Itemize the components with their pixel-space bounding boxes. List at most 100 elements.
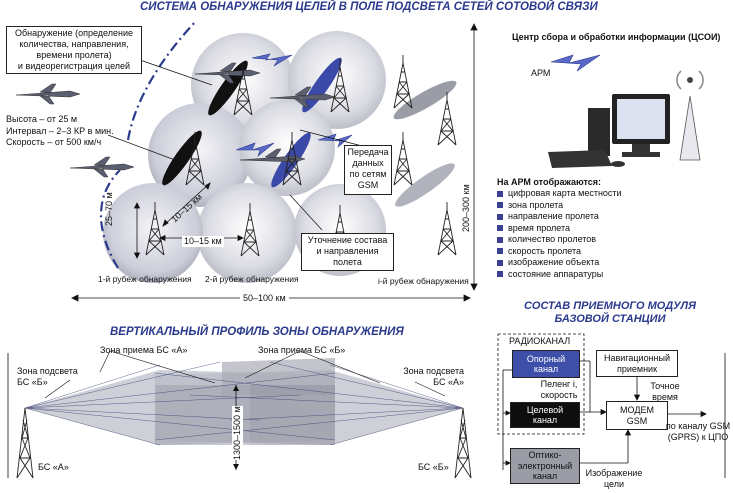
line-i-label: i-й рубеж обнаружения (378, 276, 469, 286)
depth-dimension: 200–300 км (461, 184, 472, 232)
list-item: зона пролета (497, 200, 622, 212)
block-line: приемник (616, 363, 658, 374)
list-item-label: скорость пролета (508, 245, 582, 256)
zone-a-label: Зона приема БС «А» (100, 345, 188, 355)
target-channel-block: Целевой канал (510, 402, 580, 428)
illum-a-label: Зона подсвета БС «А» (398, 366, 464, 388)
horizontal-distance: 10–15 км (182, 236, 224, 247)
detection-line: Обнаружение (определение (14, 28, 134, 38)
list-item: количество пролетов (497, 234, 622, 246)
list-item-label: время пролета (508, 222, 571, 233)
block-line: канал (532, 471, 558, 482)
bullet-icon (497, 248, 503, 255)
module-title: СОСТАВ ПРИЕМНОГО МОДУЛЯ БАЗОВОЙ СТАНЦИИ (520, 300, 700, 326)
illum-b-label: Зона подсвета БС «Б» (17, 366, 78, 388)
profile-graphics (7, 350, 726, 479)
block-line: канал (532, 415, 558, 425)
nav-receiver-block: Навигационный приемник (596, 350, 678, 377)
bullet-icon (497, 213, 503, 220)
refine-line: полета (333, 257, 362, 267)
bs-a-label: БС «А» (38, 462, 69, 472)
detection-boundary (99, 21, 196, 269)
radio-links (235, 53, 601, 157)
bullet-icon (497, 190, 503, 197)
module-title-line: СОСТАВ ПРИЕМНОГО МОДУЛЯ (523, 300, 697, 312)
height-dimension: 25–70 м (104, 192, 114, 226)
detection-line: и видеорегистрация целей (17, 61, 131, 71)
list-item: цифровая карта местности (497, 188, 622, 200)
gsm-transfer-callout: Передача данных по сетям GSM (344, 145, 392, 195)
bullet-icon (497, 202, 503, 209)
detection-callout: Обнаружение (определение количества, нап… (6, 26, 142, 74)
block-line: GSM (626, 415, 648, 426)
arm-list-title: На АРМ отображаются: (497, 177, 602, 187)
flight-param: Высота – от 25 м (6, 114, 78, 124)
block-line: Целевой (526, 404, 564, 415)
gsm-line: Передача (347, 147, 389, 157)
block-line: МОДЕМ (620, 405, 654, 415)
list-item-label: количество пролетов (508, 234, 597, 244)
list-item-label: направление пролета (508, 211, 599, 221)
width-dimension: 50–100 км (240, 293, 289, 304)
gsm-channel-label: по каналу GSM (GPRS) к ЦПО (664, 421, 732, 442)
bearing-label: Пеленг i, скорость (529, 379, 589, 400)
illum-line: Зона подсвета (403, 366, 464, 376)
list-item: время пролета (497, 223, 622, 235)
gsm-channel-line: по каналу GSM (665, 421, 731, 431)
radiochannel-label: РАДИОКАНАЛ (509, 336, 571, 346)
list-item: состояние аппаратуры (497, 269, 622, 281)
arm-display-list: На АРМ отображаются: цифровая карта мест… (497, 176, 622, 280)
illum-line: Зона подсвета (17, 366, 78, 376)
target-image-label: Изображение цели (585, 468, 643, 489)
bullet-icon (497, 271, 503, 278)
modem-block: МОДЕМ GSM (606, 401, 668, 430)
detection-line: количества, направления, (19, 39, 129, 49)
altitude-dimension: 1300–1500 м (232, 406, 243, 460)
bullet-icon (497, 259, 503, 266)
bullet-icon (497, 236, 503, 243)
illum-line: БС «Б» (17, 377, 48, 387)
block-line: канал (533, 364, 559, 374)
refine-line: и направления (316, 246, 379, 256)
optical-channel-block: Оптико- электронный канал (510, 448, 580, 484)
image-line: цели (603, 478, 625, 489)
ref-channel-block: Опорный канал (512, 350, 580, 378)
gsm-line: данных (352, 158, 384, 168)
center-title: Центр сбора и обработки информации (ЦСОИ… (512, 32, 721, 42)
arm-label: АРМ (531, 68, 551, 78)
refine-line: Уточнение состава (307, 235, 388, 245)
list-item-label: состояние аппаратуры (508, 268, 604, 279)
time-line: время (652, 391, 678, 402)
line-1-label: 1-й рубеж обнаружения (98, 274, 192, 284)
image-line: Изображение (585, 468, 643, 478)
list-item-label: изображение объекта (508, 257, 600, 267)
line-2-label: 2-й рубеж обнаружения (205, 274, 299, 284)
flight-parameters: Высота – от 25 м Интервал – 2–3 КР в мин… (6, 114, 114, 149)
bearing-line: скорость (540, 389, 578, 400)
flight-param: Скорость – от 500 км/ч (6, 137, 102, 147)
bs-b-label: БС «Б» (418, 462, 449, 472)
module-title-line: БАЗОВОЙ СТАНЦИИ (554, 313, 666, 325)
time-line: Точное (650, 381, 680, 391)
module-diagram (497, 333, 707, 470)
list-item-label: цифровая карта местности (508, 188, 622, 198)
bearing-line: Пеленг i, (540, 379, 578, 389)
block-line: Навигационный (603, 353, 671, 363)
bullet-icon (497, 225, 503, 232)
refine-callout: Уточнение состава и направления полета (301, 233, 394, 271)
block-line: электронный (517, 460, 573, 471)
detection-line: времени пролета) (36, 50, 112, 60)
zone-b-label: Зона приема БС «Б» (258, 345, 346, 355)
gsm-line: по сетям (349, 169, 387, 179)
diagram-title: СИСТЕМА ОБНАРУЖЕНИЯ ЦЕЛЕЙ В ПОЛЕ ПОДСВЕТ… (140, 1, 598, 13)
gsm-channel-line: (GPRS) к ЦПО (667, 431, 729, 442)
list-item: направление пролета (497, 211, 622, 223)
workstation-graphic (548, 70, 704, 168)
flight-param: Интервал – 2–3 КР в мин. (6, 125, 114, 136)
block-line: Опорный (526, 353, 566, 364)
list-item: скорость пролета (497, 246, 622, 258)
illum-line: БС «А» (433, 377, 464, 387)
profile-title: ВЕРТИКАЛЬНЫЙ ПРОФИЛЬ ЗОНЫ ОБНАРУЖЕНИЯ (110, 326, 404, 338)
list-item-label: зона пролета (508, 199, 564, 210)
exact-time-label: Точное время (640, 381, 690, 402)
